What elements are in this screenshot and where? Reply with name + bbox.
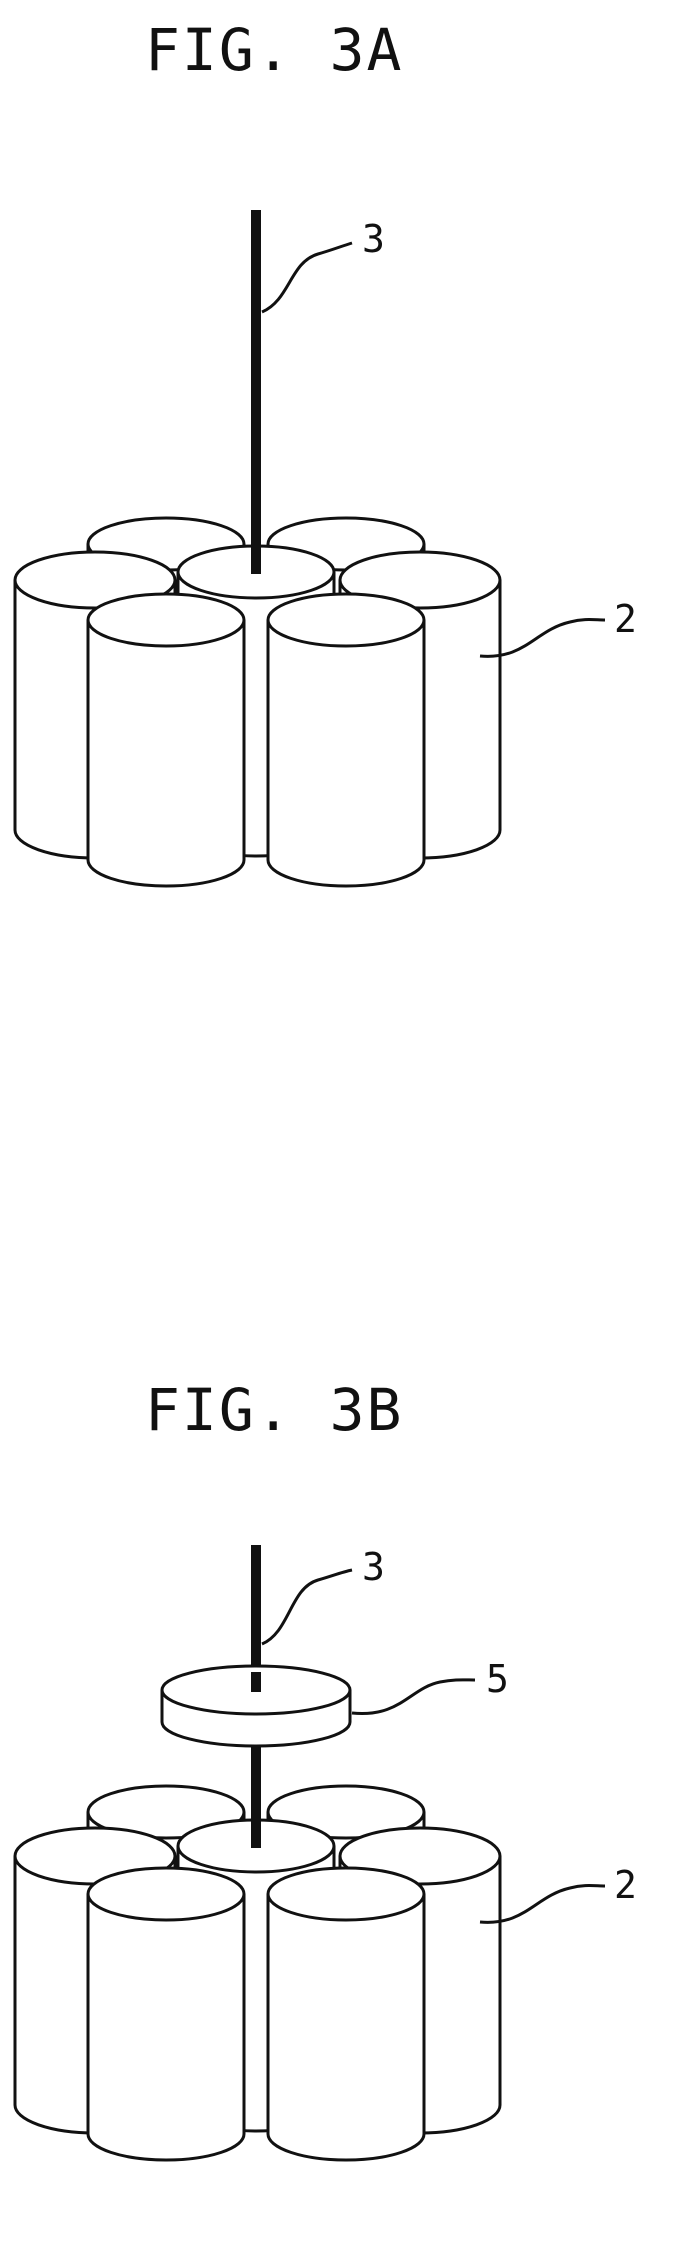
cylinders-label: 2: [614, 1863, 637, 1907]
figure-3a-title: FIG. 3A: [145, 16, 403, 84]
rod: [251, 210, 261, 574]
figure-3b: FIG. 3B: [15, 1376, 637, 2160]
disc-label: 5: [486, 1657, 509, 1701]
cylinder-front-left: [88, 594, 244, 886]
rod-lower: [251, 1730, 261, 1848]
rod-label: 3: [362, 1545, 385, 1589]
cylinder-front-right: [268, 594, 424, 886]
cylinders-label: 2: [614, 597, 637, 641]
figure-3b-title: FIG. 3B: [145, 1376, 403, 1444]
rod-label: 3: [362, 217, 385, 261]
rod-leader: [262, 243, 352, 312]
rod-leader: [262, 1570, 352, 1644]
figure-3a: FIG. 3A: [15, 16, 637, 886]
disc: [162, 1666, 350, 1746]
disc-leader: [352, 1680, 475, 1714]
cylinder-front-left: [88, 1868, 244, 2160]
cylinder-front-right: [268, 1868, 424, 2160]
